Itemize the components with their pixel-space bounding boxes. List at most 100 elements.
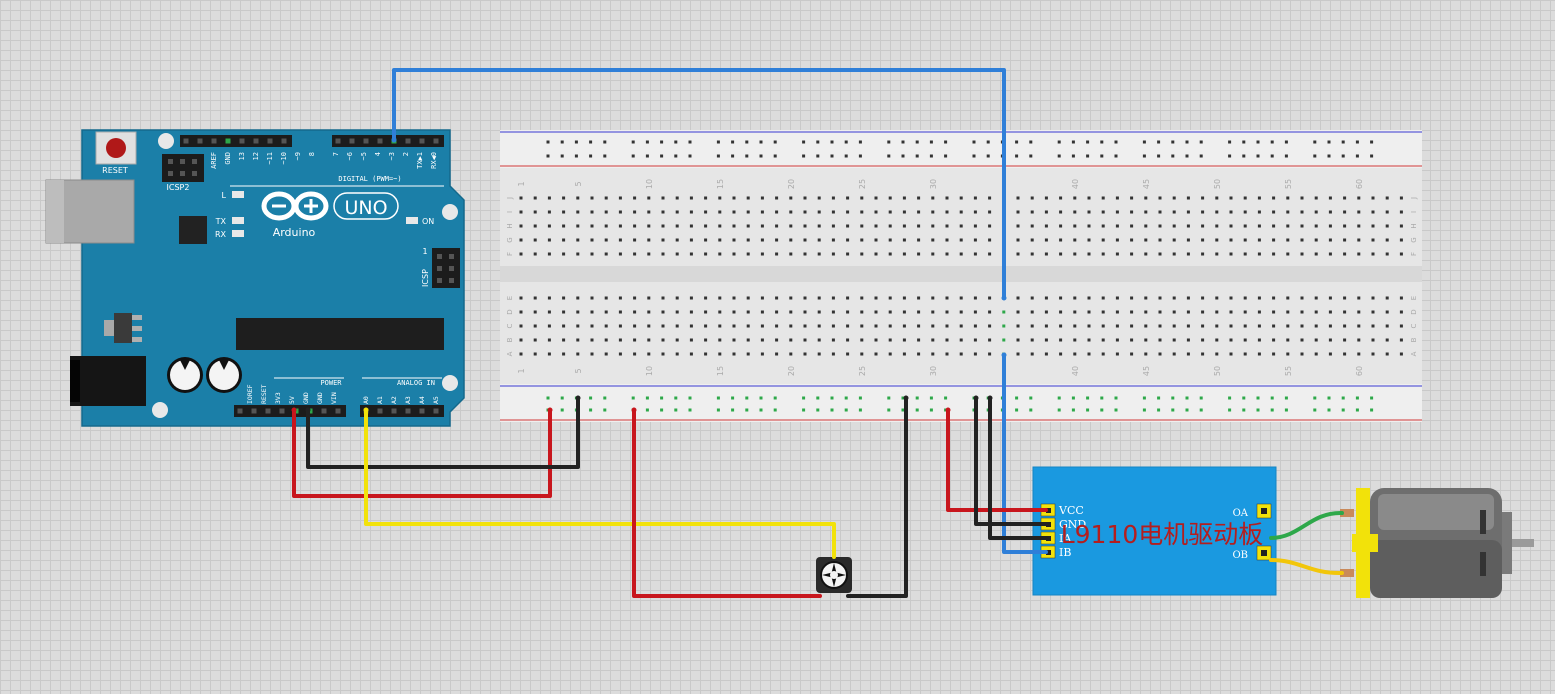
breadboard-hole [1243,224,1247,228]
wire-red-vcc[interactable] [946,408,1048,512]
breadboard-hole [789,252,793,256]
breadboard-hole [1272,352,1276,356]
breadboard-hole [618,224,622,228]
column-number: 1 [517,368,526,373]
breadboard-hole [959,210,963,214]
rail-hole [560,396,564,400]
breadboard-hole [1371,252,1375,256]
rail-hole [1270,154,1274,158]
rail-hole [574,154,578,158]
rail-hole [1228,396,1232,400]
center-channel [500,266,1422,282]
icsp-pin [449,266,454,271]
breadboard-hole [1158,338,1162,342]
potentiometer[interactable] [816,557,852,593]
wire-green-motor[interactable] [1269,510,1344,540]
breadboard-hole [732,296,736,300]
breadboard-hole [775,252,779,256]
breadboard-hole [1201,196,1205,200]
rail-hole [1057,140,1061,144]
breadboard-hole [1016,224,1020,228]
wire-red-5v[interactable] [292,408,552,498]
breadboard-hole [945,310,949,314]
breadboard-hole [732,352,736,356]
breadboard-hole [831,310,835,314]
rail-hole [915,396,919,400]
wire-blue-pin3-to-breadboard[interactable] [392,68,1006,300]
breadboard-hole [732,310,736,314]
mounting-hole [442,375,458,391]
breadboard-hole [760,224,764,228]
breadboard-hole [1201,224,1205,228]
breadboard-hole [1016,338,1020,342]
breadboard-hole [519,196,523,200]
wire-black-pot[interactable] [846,396,908,598]
reset-button-cap[interactable] [106,138,126,158]
breadboard-hole [1357,352,1361,356]
wire-yellow-a0[interactable] [364,408,836,559]
breadboard-hole [576,252,580,256]
breadboard-hole [1144,324,1148,328]
rail-hole [674,154,678,158]
wire-yellow-motor[interactable] [1269,558,1344,576]
breadboard-hole [817,224,821,228]
breadboard-hole [1144,196,1148,200]
breadboard-hole [590,224,594,228]
row-letter: D [506,309,514,314]
column-number: 55 [1284,366,1293,376]
wire-black-ia[interactable] [988,396,1048,540]
rail-hole [1199,408,1203,412]
breadboard-hole [533,352,537,356]
breadboard-hole [547,352,551,356]
breadboard-hole [902,252,906,256]
rail-hole [929,154,933,158]
digital-pin-label: 2 [402,152,410,156]
icsp-label: ICSP [421,269,430,287]
icsp2-header [162,154,204,182]
breadboard-hole [689,338,693,342]
rail-hole [887,396,891,400]
breadboard-hole [590,352,594,356]
breadboard-hole [633,224,637,228]
breadboard-hole [1300,296,1304,300]
rail-hole [759,396,763,400]
breadboard-hole [675,338,679,342]
breadboard-hole [1115,296,1119,300]
breadboard-hole [1158,210,1162,214]
column-number: 5 [574,181,583,186]
wire-red-pot[interactable] [632,408,822,598]
wire-blue-breadboard-to-ib[interactable] [1002,353,1048,554]
breadboard-hole [1243,238,1247,242]
breadboard-hole [704,252,708,256]
icsp-pin1-label: 1 [422,247,427,256]
rail-hole [1256,408,1260,412]
column-number: 5 [574,368,583,373]
driver-pin-hole [1046,508,1051,513]
breadboard-hole [945,238,949,242]
breadboard-hole [1144,210,1148,214]
breadboard-hole [647,224,651,228]
wire-black-gnd-driver[interactable] [974,396,1048,526]
breadboard-hole [1101,196,1105,200]
breadboard-hole [945,338,949,342]
breadboard-hole [1044,352,1048,356]
digital-pin-label: 13 [238,152,246,160]
rail-hole [844,154,848,158]
rail-hole [986,140,990,144]
rail-hole [1370,154,1374,158]
breadboard-hole [1243,210,1247,214]
breadboard-hole [803,338,807,342]
rail-hole [1100,154,1104,158]
led-rx [232,230,244,237]
breadboard-hole [633,338,637,342]
wire-black-gnd[interactable] [306,396,580,469]
rail-hole [1256,154,1260,158]
breadboard-hole [988,296,992,300]
breadboard-hole [775,238,779,242]
power-pin-label: VIN [330,392,338,404]
dc-motor [1340,488,1534,598]
analog-header [360,405,444,417]
breadboard-hole [973,310,977,314]
digital-label: DIGITAL (PWM=~) [338,175,401,183]
